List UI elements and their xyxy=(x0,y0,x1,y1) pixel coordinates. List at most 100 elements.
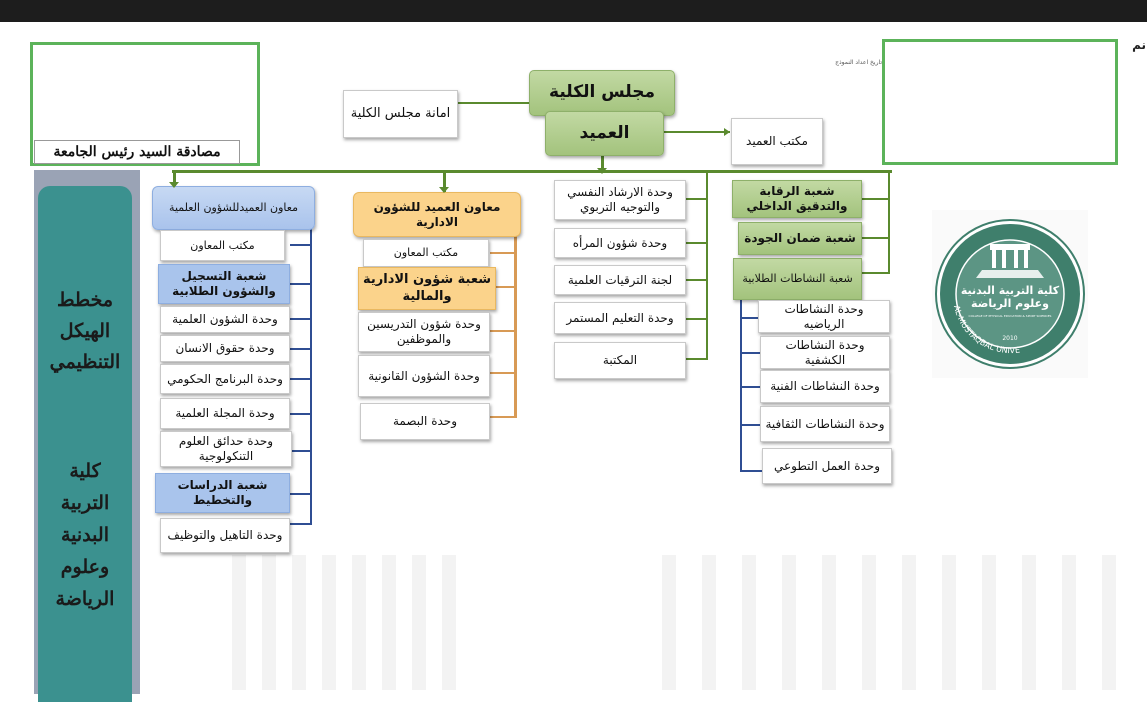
scientific-item: وحدة البرنامج الحكومي xyxy=(160,364,290,394)
connector-activities-branch xyxy=(740,424,760,426)
scientific-item: وحدة الشؤون العلمية xyxy=(160,306,290,333)
scientific-item: شعبة الدراسات والتخطيط xyxy=(155,473,290,513)
bg-stripe xyxy=(322,555,336,690)
connector-council-secretariat xyxy=(458,102,530,104)
bg-stripe xyxy=(1102,555,1116,690)
connector-division-branch xyxy=(862,272,890,274)
activity-unit: وحدة النشاطات الثقافية xyxy=(760,406,890,442)
connector-scientific-spine xyxy=(310,225,312,525)
bg-stripe xyxy=(412,555,426,690)
connector-scientific-branch xyxy=(290,244,310,246)
scientific-item: وحدة حقوق الانسان xyxy=(160,335,290,362)
connector-admin-down xyxy=(443,170,446,192)
administrative-item: وحدة شؤون التدريسين والموظفين xyxy=(358,312,490,352)
connector-activities-branch xyxy=(740,317,760,319)
sidebar-college-line: التربية xyxy=(60,492,110,514)
connector-scientific-branch xyxy=(290,318,310,320)
connector-left-down xyxy=(173,170,176,186)
division-box: شعبة الرقابة والتدقيق الداخلي xyxy=(732,180,862,218)
dean-unit: وحدة شؤون المرأه xyxy=(554,228,686,258)
administrative-item: شعبة شؤون الادارية والمالية xyxy=(358,267,496,310)
bg-stripe xyxy=(1062,555,1076,690)
council-secretariat-box: امانة مجلس الكلية xyxy=(343,90,458,138)
division-box: شعبة النشاطات الطلابية xyxy=(733,258,862,300)
activity-unit: وحدة النشاطات الفنية xyxy=(760,370,890,403)
sidebar-title-line: التنظيمي xyxy=(49,351,121,373)
activity-unit: وحدة النشاطات الرياضيه xyxy=(758,300,890,333)
logo-name-line: وعلوم الرياضة xyxy=(971,297,1049,310)
connector-division-branch xyxy=(862,198,890,200)
sidebar-college-line: البدنية xyxy=(61,524,109,546)
bg-stripe xyxy=(902,555,916,690)
form-date-label: تاريخ اعداد النموذج xyxy=(835,59,882,66)
scientific-item: وحدة التاهيل والتوظيف xyxy=(160,518,290,553)
sidebar-college-line: الرياضة xyxy=(55,588,115,610)
bg-stripe xyxy=(742,555,756,690)
connector-division-branch xyxy=(862,237,890,239)
corner-text: نم xyxy=(1132,38,1146,52)
administrative-item: مكتب المعاون xyxy=(363,239,489,267)
council-box: مجلس الكلية xyxy=(529,70,675,116)
connector-scientific-branch xyxy=(290,413,310,415)
dean-unit: المكتبة xyxy=(554,342,686,379)
connector-scientific-branch xyxy=(290,283,310,285)
sidebar-college-line: وعلوم xyxy=(60,556,110,578)
bg-stripe xyxy=(382,555,396,690)
dean-office-box: مكتب العميد xyxy=(731,118,823,165)
connector-admin-branch xyxy=(490,416,516,418)
connector-units-branch xyxy=(686,279,708,281)
connector-scientific-branch xyxy=(290,348,310,350)
bg-stripe xyxy=(862,555,876,690)
dean-unit: وحدة الارشاد النفسي والتوجيه التربوي xyxy=(554,180,686,220)
college-logo: كلية التربية البدنية وعلوم الرياضة COLLE… xyxy=(929,203,1088,378)
connector-dean-office xyxy=(664,131,730,133)
administrative-item: وحدة البصمة xyxy=(360,403,490,440)
scientific-head: معاون العميدللشؤون العلمية xyxy=(152,186,315,230)
bg-stripe xyxy=(822,555,836,690)
administrative-head: معاون العميد للشؤون الادارية xyxy=(353,192,521,237)
activity-unit: وحدة العمل التطوعي xyxy=(762,448,892,484)
connector-units-branch xyxy=(686,242,708,244)
logo-year: 2010 xyxy=(1002,335,1017,342)
scientific-item: وحدة حدائق العلوم التنكولوجية xyxy=(160,431,292,467)
bg-stripe xyxy=(702,555,716,690)
dean-unit: لجنة الترقيات العلمية xyxy=(554,265,686,295)
bg-stripe xyxy=(262,555,276,690)
bg-stripe xyxy=(982,555,996,690)
connector-divisions-spine xyxy=(888,172,890,274)
sidebar-panel xyxy=(38,186,132,702)
connector-scientific-branch xyxy=(290,450,310,452)
bg-stripe xyxy=(232,555,246,690)
connector-scientific-branch xyxy=(290,493,310,495)
connector-activities-branch xyxy=(740,470,762,472)
bg-stripe xyxy=(292,555,306,690)
date-box xyxy=(882,39,1118,165)
bg-stripe xyxy=(352,555,366,690)
connector-scientific-branch xyxy=(290,523,310,525)
connector-units-branch xyxy=(686,358,708,360)
connector-units-branch xyxy=(686,318,708,320)
dean-unit: وحدة التعليم المستمر xyxy=(554,302,686,334)
connector-admin-spine xyxy=(514,225,517,418)
scientific-item: شعبة التسجيل والشؤون الطلابية xyxy=(158,264,290,304)
sidebar-title: مخطط الهيكل التنظيمي xyxy=(38,285,132,378)
connector-admin-branch xyxy=(490,372,516,374)
bg-stripe xyxy=(782,555,796,690)
scientific-item: مكتب المعاون xyxy=(160,230,285,261)
bg-stripe xyxy=(1022,555,1036,690)
arrow-right-icon xyxy=(724,128,730,136)
bg-stripe xyxy=(662,555,676,690)
arrow-down-icon xyxy=(439,187,449,193)
dean-box: العميد xyxy=(545,111,664,156)
top-bar xyxy=(0,0,1147,22)
connector-admin-branch xyxy=(490,330,516,332)
connector-units-spine xyxy=(706,172,708,360)
activity-unit: وحدة النشاطات الكشفية xyxy=(760,336,890,369)
division-box: شعبة ضمان الجودة xyxy=(738,222,862,255)
bg-stripe xyxy=(442,555,456,690)
connector-activities-branch xyxy=(740,352,760,354)
sidebar-college-line: كلية xyxy=(69,460,101,482)
connector-main-horizontal xyxy=(172,170,892,173)
connector-scientific-branch xyxy=(290,378,310,380)
sidebar-college: كلية التربية البدنية وعلوم الرياضة xyxy=(38,455,132,615)
